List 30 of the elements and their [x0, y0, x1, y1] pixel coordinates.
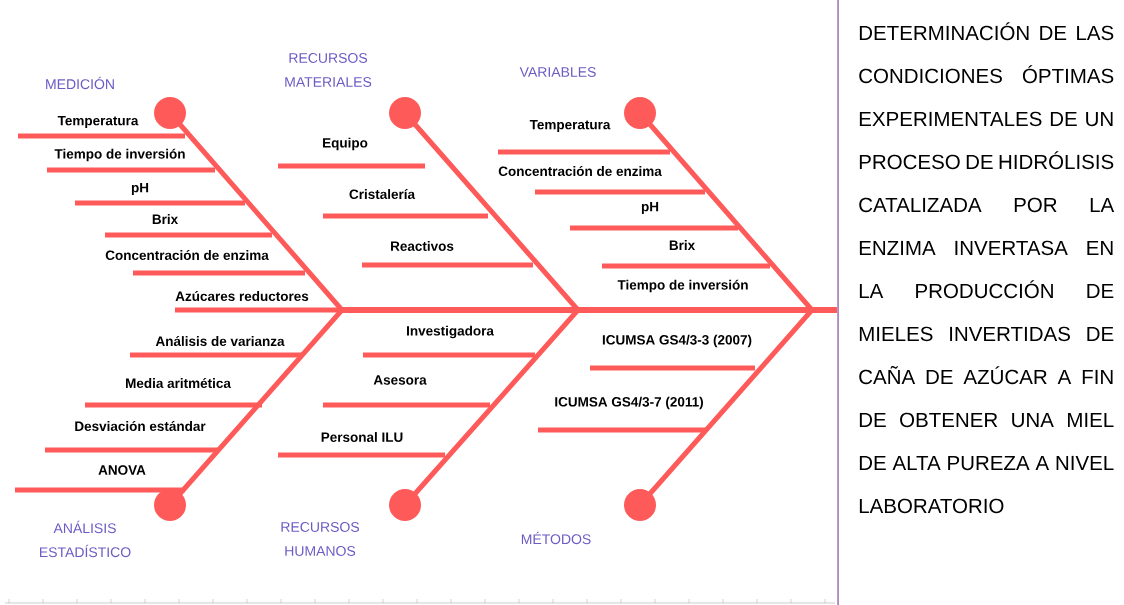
cause-label: Temperatura [57, 115, 139, 129]
cause-label: Equipo [323, 137, 368, 151]
cause-label: Concentración de enzima [105, 250, 269, 260]
category-label: MEDICIÓN [46, 76, 114, 90]
cause-label: Personal ILU [321, 432, 403, 442]
category-label: MÉTODOS [521, 531, 591, 545]
cause-label: Tiempo de inversión [54, 148, 185, 162]
cause-label: Temperatura [529, 119, 611, 133]
cause-label: Asesora [373, 375, 427, 385]
cause-label: Concentración de enzima [498, 166, 662, 176]
category-label: ANÁLISIS ESTADÍSTICO [40, 520, 131, 558]
cause-label: Media aritmética [126, 378, 231, 388]
cause-label: ANOVA [98, 465, 146, 475]
cause-label: Cristalería [349, 189, 416, 199]
cause-label: Azúcares reductores [175, 291, 309, 301]
cause-label: ICUMSA GS4/3-3 (2007) [602, 334, 752, 348]
cause-label: pH [641, 201, 659, 215]
cause-label: pH [131, 182, 149, 196]
category-label: VARIABLES [519, 67, 596, 77]
cause-label: Reactivos [391, 241, 454, 251]
category-label: RECURSOS MATERIALES [285, 53, 372, 87]
cause-label: Investigadora [407, 325, 494, 339]
cause-label: Desviación estándar [75, 421, 206, 431]
effect-box: DETERMINACIÓN DE LAS CONDICIONES ÓPTIMAS EXPERIMENTALES DE UN PROCESO DE HIDRÓLISIS CATALIZADA POR LA ENZIMA INVERTASA EN LA PRODUCCIÓN DE MIELES INVERTIDAS DE CAÑA DE AZÚCAR A FIN DE OBTENER UNA MIEL DE ALTA PUREZA A NIVEL LABORATORIO [837, 0, 1115, 605]
cause-label: Análisis de varianza [155, 336, 285, 346]
cause-label: Brix [152, 214, 179, 224]
cause-label: ICUMSA GS4/3-7 (2011) [555, 396, 703, 410]
cause-label: Tiempo de inversión [617, 279, 748, 293]
category-label: RECURSOS HUMANOS [281, 522, 360, 556]
cause-label: Brix [669, 240, 696, 250]
